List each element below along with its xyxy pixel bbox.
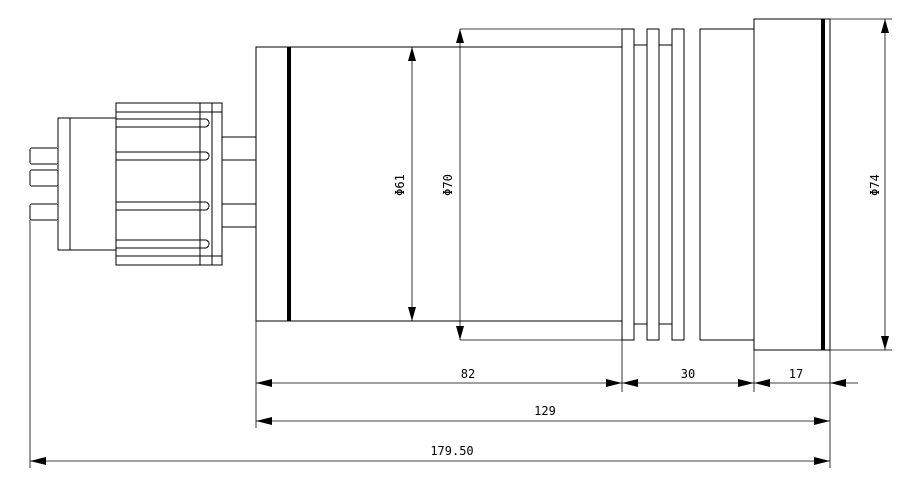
main-housing: [255, 46, 623, 322]
pin-middle: [29, 169, 59, 187]
pin-top: [29, 147, 59, 165]
grip-slot-4: [116, 239, 210, 249]
grip-slot-1: [116, 118, 210, 128]
dim-label-d74: Φ74: [868, 174, 882, 196]
dim-label-129: 129: [534, 404, 556, 418]
flange-ring-2: [646, 28, 660, 341]
flange-rings: [621, 28, 755, 341]
dim-length-82: 82: [256, 367, 622, 387]
sensor-head: [753, 18, 831, 351]
dim-label-d70: Φ70: [441, 174, 455, 196]
dim-diameter-74: Φ74: [830, 18, 892, 351]
extension-lines: [29, 220, 831, 468]
pin-bottom: [29, 203, 59, 221]
dim-label-179-50: 179.50: [430, 444, 473, 458]
connector-grip-slots: [116, 118, 210, 249]
sensor-head-body: [753, 18, 831, 351]
housing-body: [255, 46, 623, 322]
grip-slot-2: [116, 151, 210, 161]
dim-length-17: 17: [754, 367, 858, 387]
flange-ring-3: [671, 28, 685, 341]
dim-diameter-70: Φ70: [441, 28, 634, 341]
dim-label-82: 82: [461, 367, 475, 381]
connector-neck: [221, 136, 257, 228]
dim-label-30: 30: [681, 367, 695, 381]
dim-label-d61: Φ61: [393, 174, 407, 196]
connector-body: [57, 102, 223, 266]
connector-front-cap: [57, 117, 117, 251]
dim-diameter-61: Φ61: [393, 47, 416, 321]
flange-ring-1: [621, 28, 635, 341]
connector-pins: [29, 147, 59, 221]
grip-slot-3: [116, 201, 210, 211]
adapter-ring: [699, 28, 755, 341]
dim-length-179-50: 179.50: [30, 444, 830, 465]
dim-length-30: 30: [622, 367, 754, 387]
dim-label-17: 17: [789, 367, 803, 381]
dim-length-129: 129: [256, 404, 830, 425]
